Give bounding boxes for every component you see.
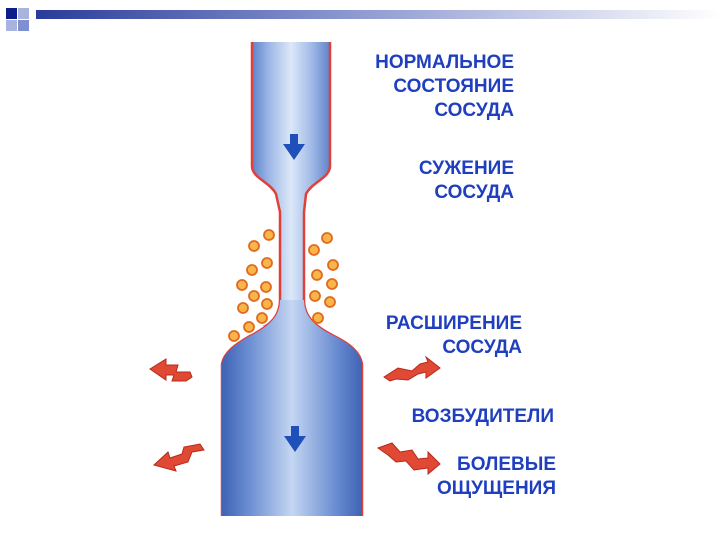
circle-particle-icon: [238, 303, 248, 313]
circle-particle-icon: [249, 241, 259, 251]
circle-particle-icon: [247, 265, 257, 275]
circle-particle-icon: [264, 230, 274, 240]
zigzag-arrow-icon: [378, 443, 440, 474]
zigzag-arrow-icon: [150, 359, 192, 381]
circle-particle-icon: [325, 297, 335, 307]
circle-particle-icon: [257, 313, 267, 323]
circle-particle-icon: [310, 291, 320, 301]
zigzag-arrow-icon: [384, 357, 440, 381]
circle-particle-icon: [328, 260, 338, 270]
circle-particle-icon: [322, 233, 332, 243]
vessel-lower: [222, 300, 362, 516]
circle-particle-icon: [249, 291, 259, 301]
circle-particle-icon: [327, 279, 337, 289]
circle-particle-icon: [262, 258, 272, 268]
label-widening: РАСШИРЕНИЕ СОСУДА: [386, 312, 522, 360]
label-narrowing: СУЖЕНИЕ СОСУДА: [419, 157, 514, 205]
zigzag-arrow-icon: [154, 444, 204, 471]
circle-particle-icon: [244, 322, 254, 332]
circle-particle-icon: [229, 331, 239, 341]
circle-particle-icon: [261, 282, 271, 292]
circle-particle-icon: [262, 299, 272, 309]
circle-particle-icon: [237, 280, 247, 290]
circle-particle-icon: [309, 245, 319, 255]
label-normal-state: НОРМАЛЬНОЕ СОСТОЯНИЕ СОСУДА: [375, 51, 514, 123]
label-pathogens: ВОЗБУДИТЕЛИ: [412, 405, 554, 429]
label-pain: БОЛЕВЫЕ ОЩУЩЕНИЯ: [437, 453, 556, 501]
circle-particle-icon: [312, 270, 322, 280]
circle-particle-icon: [313, 313, 323, 323]
